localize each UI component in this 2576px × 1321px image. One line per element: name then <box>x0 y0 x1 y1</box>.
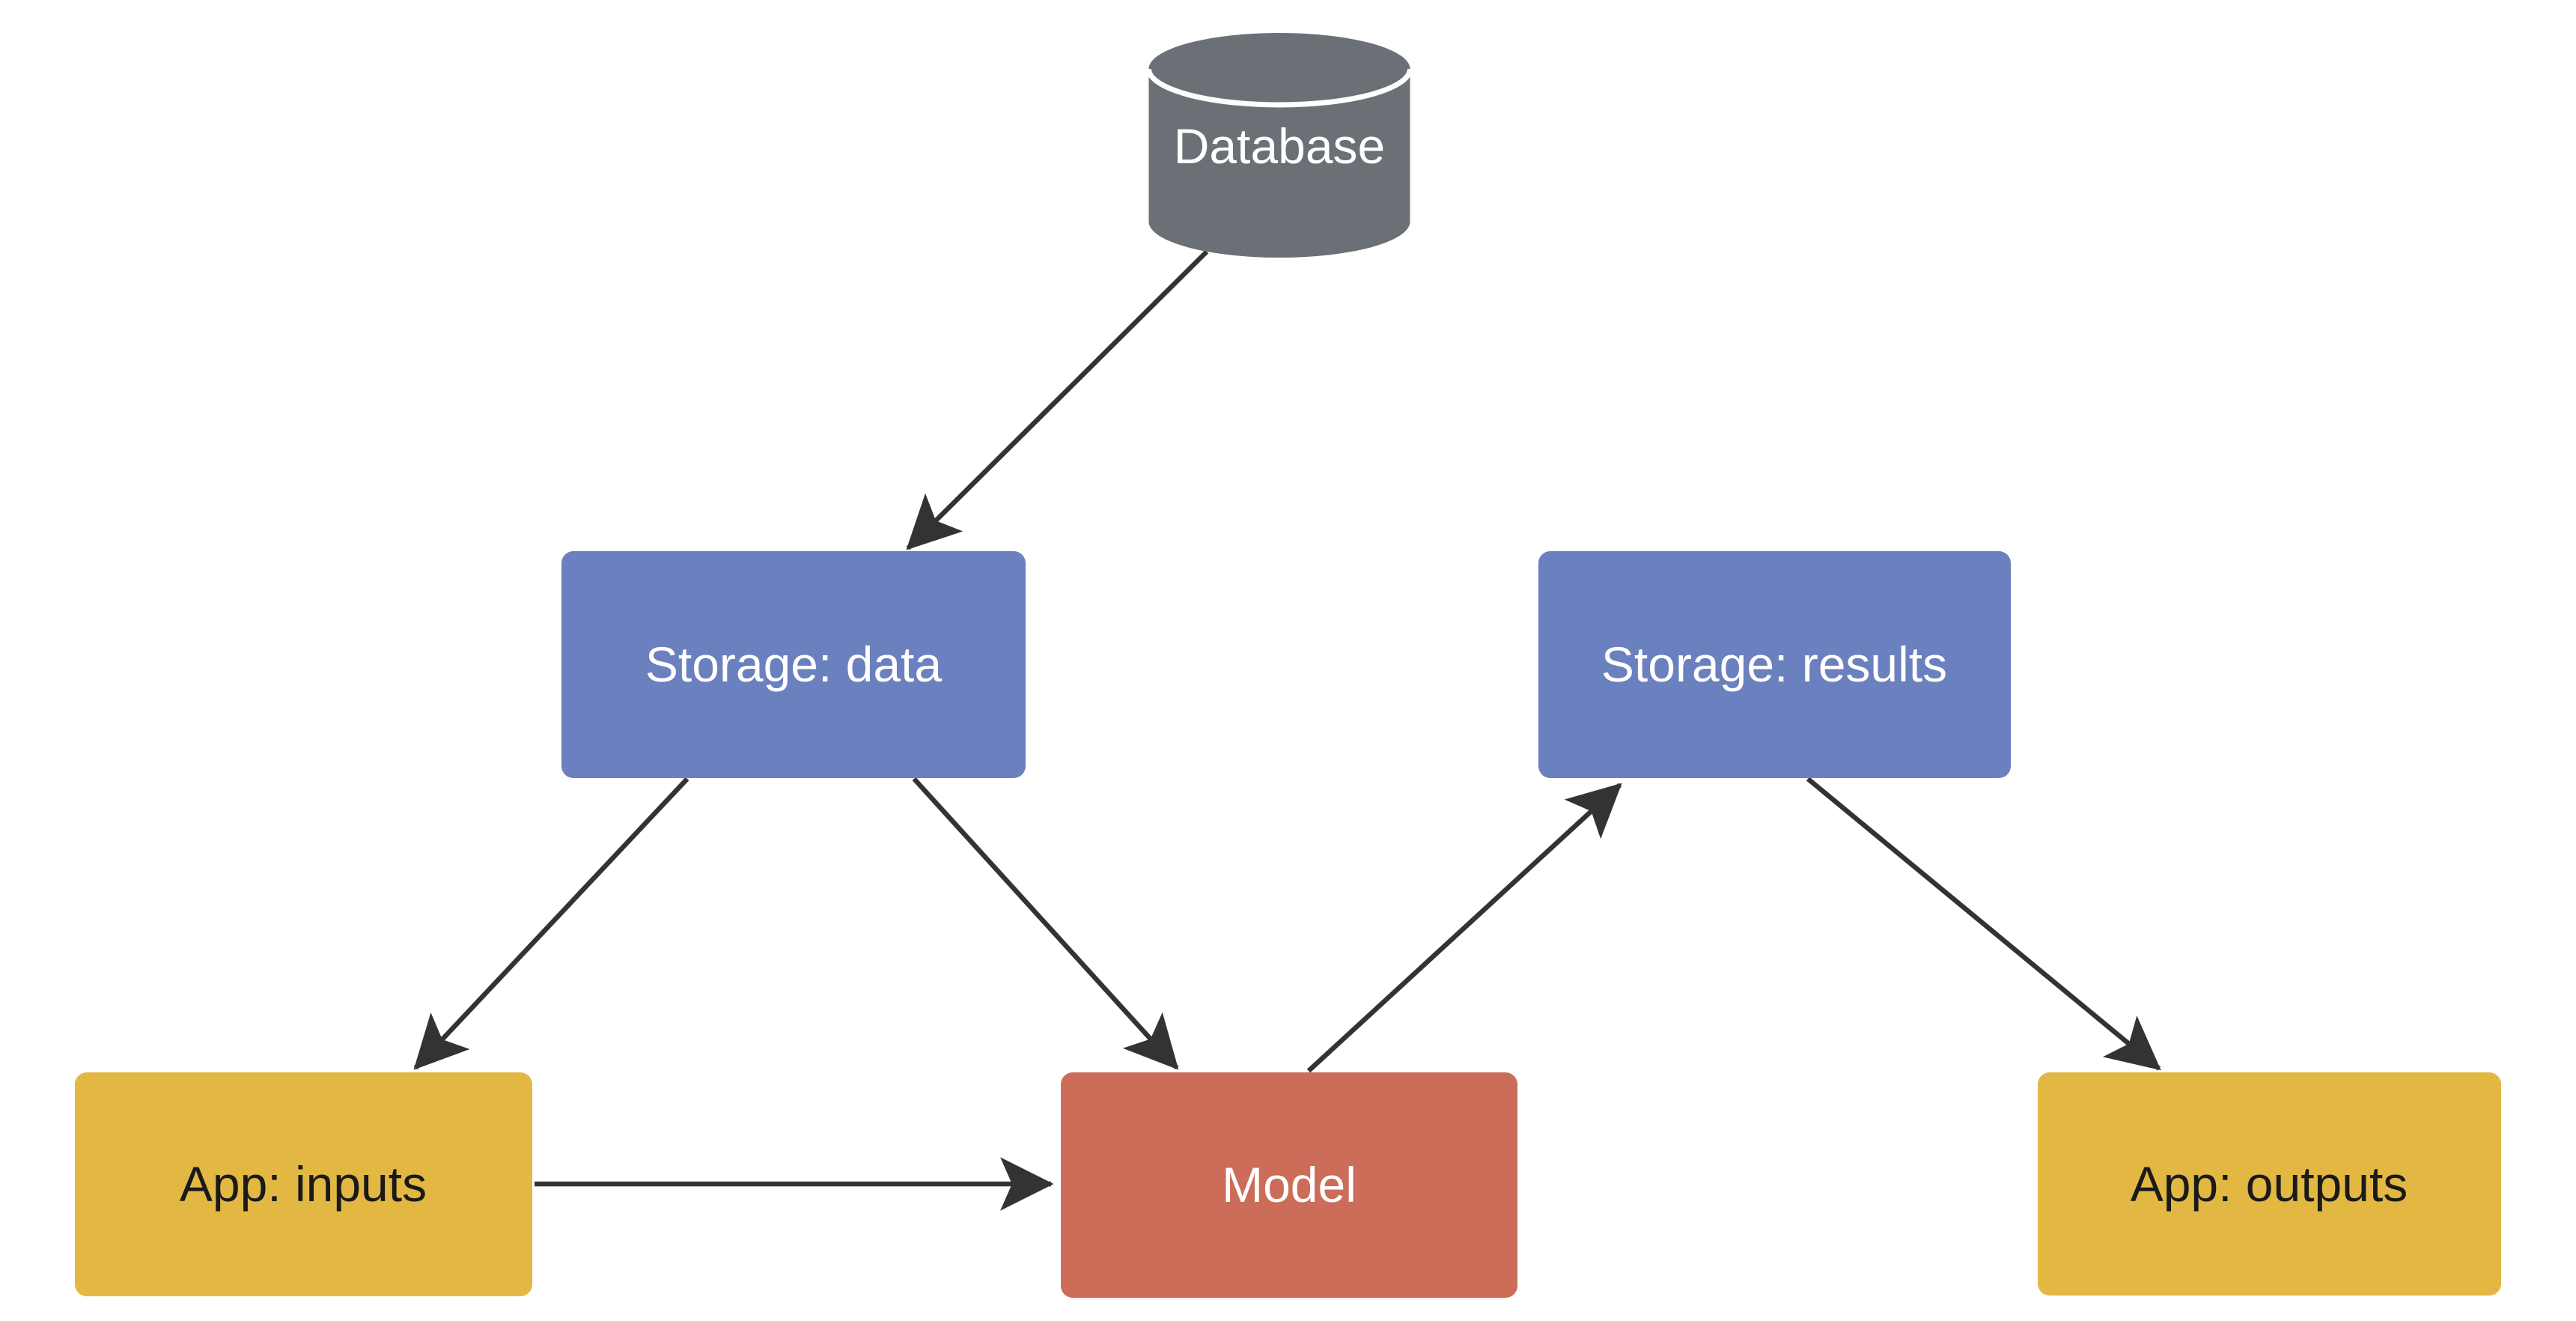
app-outputs-node: App: outputs <box>2038 1072 2501 1296</box>
storage-data-node: Storage: data <box>561 551 1026 778</box>
model-node: Model <box>1061 1072 1517 1298</box>
model-box <box>1061 1072 1517 1298</box>
storage-data-box <box>561 551 1026 778</box>
database-cylinder-rim <box>1146 68 1413 108</box>
edge-storage-data-to-model <box>912 777 1179 1070</box>
edge-storage-results-to-app-outputs <box>1806 777 2161 1071</box>
database-label: Database <box>1174 118 1386 174</box>
database-cylinder-icon <box>1148 33 1410 258</box>
storage-data-label: Storage: data <box>645 637 943 692</box>
app-outputs-box <box>2038 1072 2501 1296</box>
app-outputs-label: App: outputs <box>2131 1156 2408 1212</box>
app-inputs-box <box>75 1072 532 1296</box>
storage-results-label: Storage: results <box>1601 637 1947 692</box>
app-inputs-label: App: inputs <box>180 1156 427 1212</box>
edges-layer <box>413 249 2161 1211</box>
edge-model-to-storage-results <box>1306 783 1622 1073</box>
model-label: Model <box>1222 1157 1356 1212</box>
storage-results-box <box>1538 551 2011 778</box>
database-node: Database <box>1146 33 1413 258</box>
edge-database-to-storage-data <box>906 249 1209 550</box>
edge-storage-data-to-app-inputs <box>413 777 689 1070</box>
storage-results-node: Storage: results <box>1538 551 2011 778</box>
app-inputs-node: App: inputs <box>75 1072 532 1296</box>
